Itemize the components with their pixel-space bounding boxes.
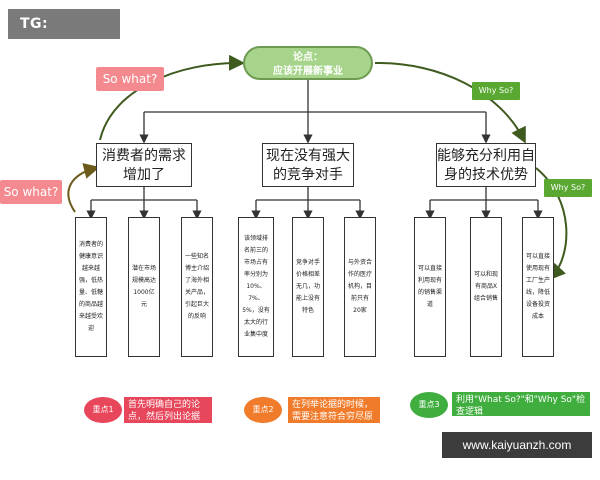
branch-demand: 消费者的需求增加了	[96, 143, 192, 187]
root-line-2: 应该开展新事业	[273, 66, 343, 77]
root-line-1: 论点：	[293, 52, 323, 63]
leaf-2-2: 竞争对手价格相差无几，功能上没有特色	[292, 217, 324, 357]
why-so-tag-1: Why So?	[472, 82, 520, 100]
key-point-2-badge: 重点2	[244, 397, 282, 423]
so-what-tag-2: So what?	[0, 180, 62, 204]
branch-competition: 现在没有强大的竞争对手	[262, 143, 354, 187]
key-point-3-badge: 重点3	[410, 392, 448, 418]
root-claim: 论点： 应该开展新事业	[243, 46, 373, 80]
leaf-3-3: 可以直接使用现有工厂生产线，降低设备投资成本	[522, 217, 554, 357]
branch-technology: 能够充分利用自身的技术优势	[436, 143, 536, 187]
leaf-2-1: 该领域排名前三的市场占有率分别为10%、7%、5%，没有太大的行业集中度	[238, 217, 274, 357]
leaf-1-1: 消费者的健康意识越来越强，低热量、低糖的商品越来越受欢迎	[75, 217, 107, 357]
key-point-3-text: 利用"What So?"和"Why So"检查逻辑	[452, 392, 590, 417]
leaf-1-2: 潜在市场规模高达1000亿元	[128, 217, 160, 357]
tg-tag: TG: MYYJJPP	[8, 9, 120, 62]
leaf-1-3: 一些知名博主介绍了海外相关产品，引起巨大的反响	[181, 217, 213, 357]
key-point-1-badge: 重点1	[84, 397, 122, 423]
leaf-3-2: 可以和现有商品X组合销售	[470, 217, 502, 357]
leaf-2-3: 与外资合作的医疗机构，目前只有20家	[344, 217, 376, 357]
so-what-tag-1: So what?	[96, 67, 164, 91]
leaf-3-1: 可以直接利用现有的销售渠道	[414, 217, 446, 357]
why-so-tag-2: Why So?	[544, 179, 592, 197]
site-watermark: www.kaiyuanzh.com	[442, 432, 592, 458]
key-point-2-text: 在列举论据的时候，需要注意符合穷尽原则	[288, 397, 380, 434]
key-point-1-text: 首先明确自己的论点，然后列出论据	[124, 397, 212, 423]
